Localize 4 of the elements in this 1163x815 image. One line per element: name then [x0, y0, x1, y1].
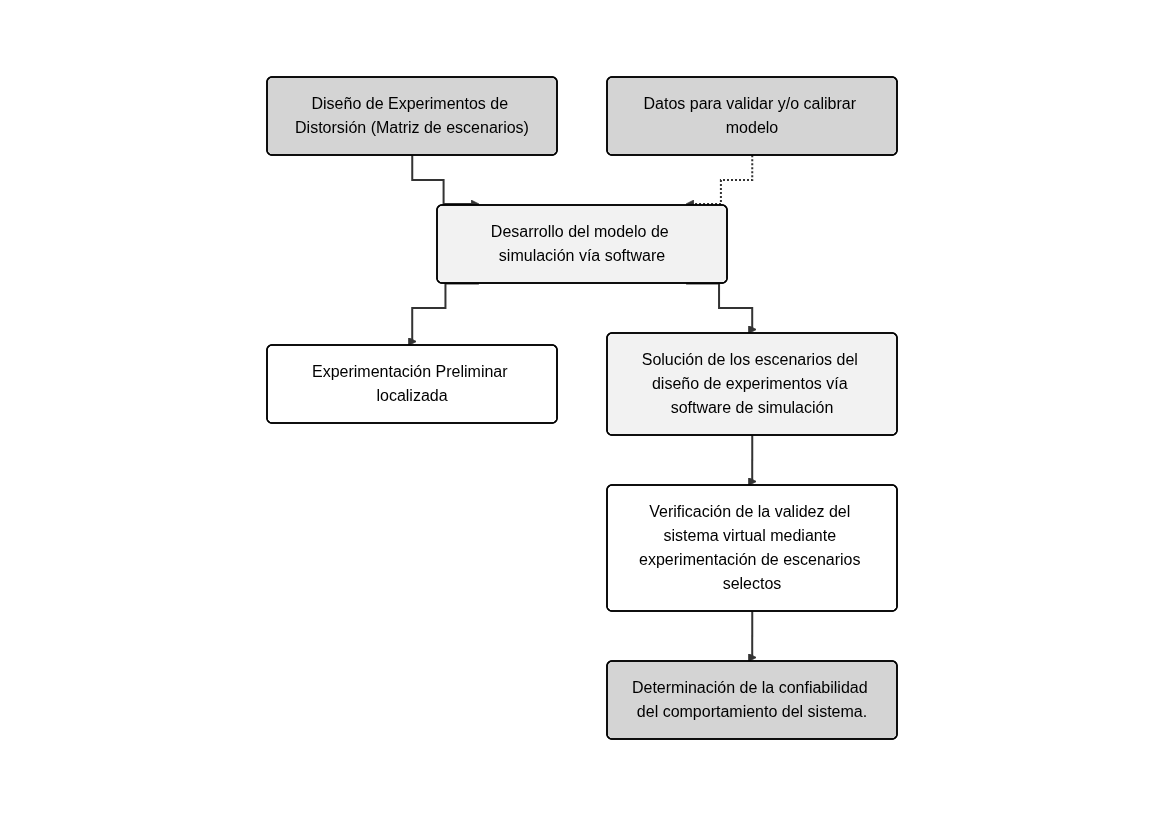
arrow	[407, 282, 480, 346]
arrow	[684, 282, 757, 334]
arrow	[747, 610, 757, 662]
arrow	[747, 434, 757, 486]
